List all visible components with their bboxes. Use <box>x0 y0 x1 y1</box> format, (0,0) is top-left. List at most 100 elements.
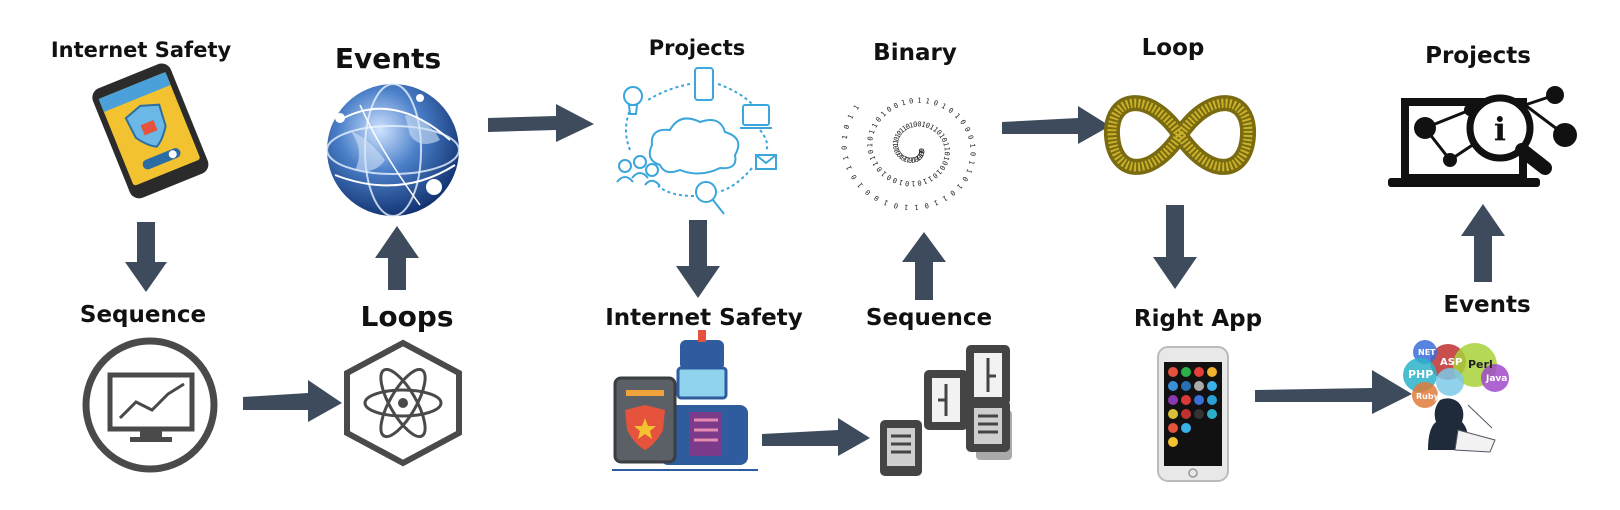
binary-digit: 0 <box>938 164 947 172</box>
binary-digit: 1 <box>937 132 946 140</box>
binary-digit: 0 <box>896 151 905 159</box>
binary-digit: 1 <box>870 122 879 130</box>
binary-digit: 1 <box>935 167 944 176</box>
node-label-binary: Binary <box>873 40 957 66</box>
node-label-events-1: Events <box>334 42 442 75</box>
binary-digit: 0 <box>917 178 923 187</box>
binary-digit: 0 <box>940 137 949 144</box>
app-dot <box>1207 381 1217 391</box>
binary-digit: 1 <box>911 179 915 187</box>
atom-hexagon-icon <box>344 339 462 467</box>
svg-text:Ruby: Ruby <box>1416 392 1440 401</box>
binary-digit: 1 <box>898 152 907 161</box>
binary-digit: 0 <box>864 188 873 197</box>
app-dot <box>1168 409 1178 419</box>
binary-digit: 0 <box>931 171 939 180</box>
binary-digit: 1 <box>900 99 906 108</box>
binary-digit: 0 <box>892 101 899 110</box>
cloud-network-sketch-icon <box>616 67 777 215</box>
arrow-right-rightapp-to-events <box>1255 370 1412 414</box>
node-label-events-2: Events <box>1443 292 1531 318</box>
binary-digit: 0 <box>917 148 926 153</box>
binary-digit: 1 <box>942 155 951 161</box>
binary-digit: 1 <box>869 155 878 161</box>
arrow-right-binary-to-loop <box>1002 106 1110 144</box>
binary-digit: 0 <box>960 175 969 183</box>
arrows <box>125 104 1505 456</box>
arrow-right-safety-to-sequence <box>762 418 870 456</box>
binary-digit: 0 <box>947 106 955 115</box>
arrow-down-loop-to-rightapp <box>1153 205 1197 289</box>
binary-digit: 1 <box>845 164 854 171</box>
app-dot <box>1168 395 1178 405</box>
binary-digit: 0 <box>895 129 904 137</box>
binary-digit: 0 <box>892 145 900 150</box>
binary-digit: 0 <box>905 179 910 188</box>
arrow-down-projects-to-safety <box>676 220 720 298</box>
binary-digit: 1 <box>883 198 890 207</box>
binary-digit: 1 <box>898 178 904 187</box>
binary-digit: 1 <box>916 151 925 160</box>
app-dot <box>1181 381 1191 391</box>
binary-digit: 1 <box>953 112 962 120</box>
node-label-projects-1: Projects <box>648 36 746 60</box>
svg-text:Perl: Perl <box>1468 358 1493 371</box>
laptop-info-network-icon: i <box>1388 86 1577 187</box>
app-dot <box>1194 381 1204 391</box>
app-dot <box>1194 367 1204 377</box>
binary-digit: 0 <box>917 120 922 128</box>
binary-digit: 0 <box>843 124 852 130</box>
binary-digit: 0 <box>866 136 875 142</box>
binary-digit: 0 <box>908 155 914 164</box>
binary-digit: 1 <box>901 124 909 133</box>
binary-digit: 0 <box>873 193 881 202</box>
binary-digit: 1 <box>841 135 849 140</box>
binary-digit: 1 <box>856 181 865 189</box>
app-dot <box>1181 409 1191 419</box>
svg-text:NET: NET <box>1418 348 1436 357</box>
arrow-right-events-to-projects <box>488 104 594 142</box>
binary-digit: 0 <box>958 118 967 126</box>
binary-digit: 1 <box>902 154 910 163</box>
app-dot <box>1207 367 1217 377</box>
police-shield-icon <box>612 330 758 471</box>
binary-digit: 0 <box>885 105 893 114</box>
binary-digit: 1 <box>892 139 901 145</box>
binary-digit: 0 <box>885 173 893 182</box>
binary-digit: 0 <box>924 201 930 210</box>
binary-digit: 0 <box>948 188 956 197</box>
binary-digit: 0 <box>934 129 943 137</box>
app-dot <box>1168 381 1178 391</box>
binary-digit: 1 <box>912 155 917 163</box>
arrow-up-sequence-to-binary <box>902 232 946 300</box>
arrow-right-sequence-to-loops <box>243 380 342 422</box>
binary-digit: 1 <box>871 160 880 167</box>
binary-digit: 1 <box>892 143 900 148</box>
node-label-right-app: Right App <box>1133 306 1263 332</box>
binary-digit: 1 <box>967 160 976 166</box>
svg-text:i: i <box>1494 110 1506 148</box>
binary-digit: 1 <box>917 149 926 156</box>
binary-digit: 1 <box>866 143 874 147</box>
svg-text:Java: Java <box>1485 374 1507 384</box>
binary-digit: 1 <box>908 121 914 130</box>
app-dot <box>1207 409 1217 419</box>
binary-digit: 1 <box>943 147 951 152</box>
monitor-chart-icon <box>82 337 218 473</box>
binary-digit: 1 <box>928 123 936 132</box>
binary-digit: 1 <box>941 193 949 202</box>
binary-digit: 1 <box>842 155 851 161</box>
phone-security-icon <box>92 63 209 199</box>
binary-digit: 1 <box>925 97 931 106</box>
binary-digit: 1 <box>893 147 902 153</box>
infinity-icon <box>1104 95 1256 175</box>
binary-digit: 0 <box>893 201 899 210</box>
binary-digit: 1 <box>927 174 935 183</box>
binary-digit: 1 <box>968 143 976 148</box>
node-label-sequence-2: Sequence <box>865 305 993 331</box>
app-dot <box>1207 395 1217 405</box>
binary-digit: 0 <box>917 150 926 157</box>
binary-digit: 0 <box>867 149 876 154</box>
binary-digit: 0 <box>850 173 859 181</box>
